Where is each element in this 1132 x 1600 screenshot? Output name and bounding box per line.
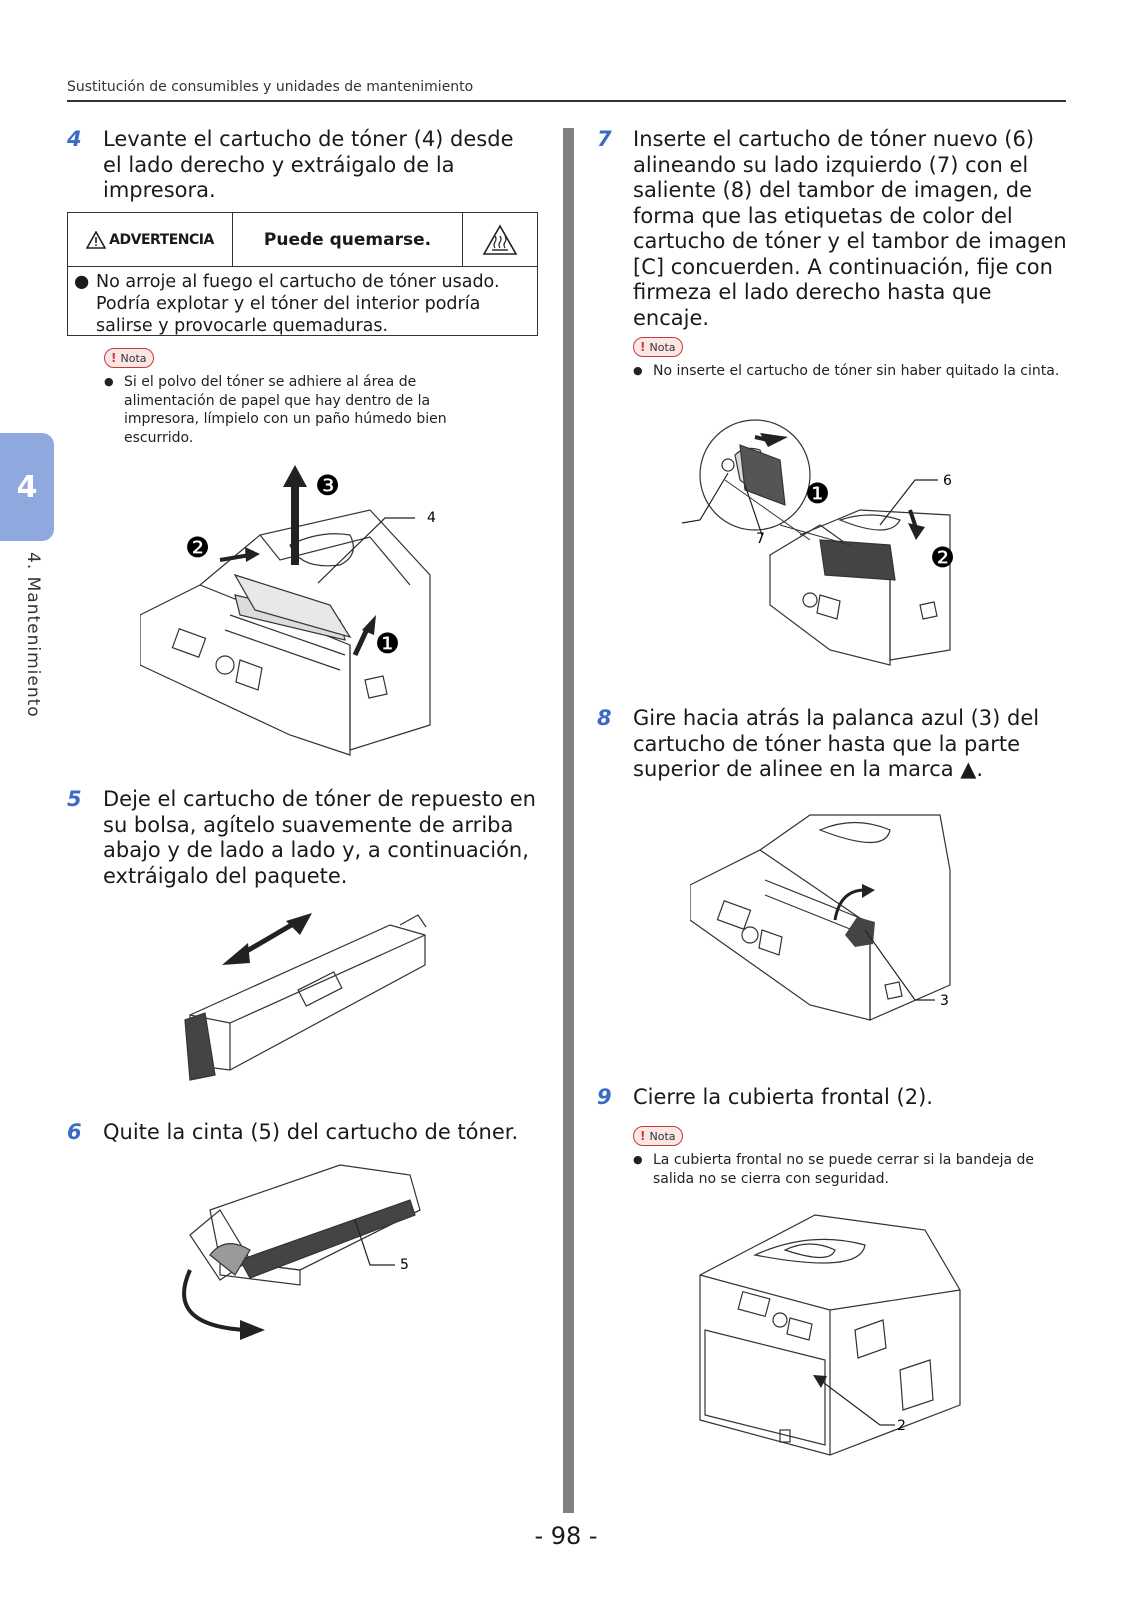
- note-badge-label: Nota: [649, 1129, 676, 1143]
- warning-triangle-icon: [86, 230, 107, 249]
- hot-surface-icon: [482, 223, 518, 255]
- note-bullet: ●: [633, 364, 643, 377]
- note-step7: ● No inserte el cartucho de tóner sin ha…: [633, 362, 1063, 381]
- note-step4: ● Si el polvo del tóner se adhiere al ár…: [104, 373, 492, 447]
- note-text: Si el polvo del tóner se adhiere al área…: [124, 374, 447, 446]
- step-text: Levante el cartucho de tóner (4) desde e…: [103, 127, 514, 202]
- figure-blue-lever: 3: [690, 814, 951, 1021]
- step-marker: ❶: [375, 627, 400, 660]
- figure-shake-toner: [184, 913, 427, 1081]
- column-divider: [563, 128, 574, 1513]
- step-4: 4 Levante el cartucho de tóner (4) desde…: [67, 127, 537, 204]
- step-number: 4: [67, 127, 82, 151]
- note-badge-label: Nota: [120, 351, 147, 365]
- header-rule: [67, 100, 1066, 102]
- step-text: Cierre la cubierta frontal (2).: [633, 1085, 933, 1109]
- page-number: - 98 -: [534, 1522, 598, 1550]
- step-6: 6 Quite la cinta (5) del cartucho de tón…: [67, 1120, 547, 1146]
- step-marker: ❸: [315, 469, 340, 502]
- warning-title: Puede quemarse.: [263, 229, 432, 250]
- warning-body: No arroje al fuego el cartucho de tóner …: [96, 272, 500, 336]
- callout-label: 7: [756, 531, 765, 547]
- step-text: Gire hacia atrás la palanca azul (3) del…: [633, 706, 1040, 781]
- warning-label-cell: ADVERTENCIA: [68, 213, 233, 266]
- step-marker: ❶: [805, 477, 830, 510]
- chapter-label: 4. Mantenimiento: [23, 552, 43, 718]
- callout-label: 5: [400, 1257, 409, 1273]
- exclamation-icon: !: [640, 340, 646, 354]
- warning-bullet: ●: [74, 272, 90, 292]
- step-text: Inserte el cartucho de tóner nuevo (6) a…: [633, 127, 1067, 330]
- step-marker: ❷: [185, 531, 210, 564]
- callout-label: 3: [940, 993, 949, 1009]
- note-step9: ● La cubierta frontal no se puede cerrar…: [633, 1151, 1063, 1188]
- section-header: Sustitución de consumibles y unidades de…: [67, 79, 474, 95]
- step-text: Quite la cinta (5) del cartucho de tóner…: [103, 1120, 519, 1144]
- note-badge: ! Nota: [104, 348, 154, 368]
- callout-label: 6: [943, 473, 952, 489]
- step-number: 6: [67, 1120, 82, 1144]
- exclamation-icon: !: [111, 351, 117, 365]
- callout-label: 2: [897, 1418, 906, 1434]
- step-marker: ❷: [930, 541, 955, 574]
- step-number: 8: [597, 706, 612, 730]
- step-number: 7: [597, 127, 612, 151]
- step-number: 9: [597, 1085, 612, 1109]
- figure-remove-toner: 4 ❸ ❷ ❶: [140, 465, 436, 756]
- warning-box: ADVERTENCIA Puede quemarse. ● No arroje …: [67, 212, 538, 336]
- warning-icon-cell: [462, 213, 537, 266]
- callout-label: 4: [427, 510, 436, 526]
- step-5: 5 Deje el cartucho de tóner de repuesto …: [67, 787, 547, 889]
- figure-close-cover: 2: [699, 1214, 961, 1456]
- exclamation-icon: !: [640, 1129, 646, 1143]
- step-9: 9 Cierre la cubierta frontal (2).: [597, 1085, 1067, 1111]
- chapter-tab[interactable]: 4: [0, 433, 54, 541]
- figure-insert-toner: 6 8 7 ❶ ❷: [681, 419, 955, 666]
- note-bullet: ●: [633, 1153, 643, 1166]
- warning-label: ADVERTENCIA: [109, 231, 214, 248]
- figure-remove-tape: 5: [182, 1164, 421, 1340]
- step-number: 5: [67, 787, 82, 811]
- step-text: Deje el cartucho de tóner de repuesto en…: [103, 787, 536, 888]
- note-text: No inserte el cartucho de tóner sin habe…: [653, 363, 1060, 379]
- step-7: 7 Inserte el cartucho de tóner nuevo (6)…: [597, 127, 1067, 331]
- note-badge: ! Nota: [633, 337, 683, 357]
- note-bullet: ●: [104, 375, 114, 388]
- note-text: La cubierta frontal no se puede cerrar s…: [653, 1152, 1035, 1187]
- note-badge: ! Nota: [633, 1126, 683, 1146]
- note-badge-label: Nota: [649, 340, 676, 354]
- step-8: 8 Gire hacia atrás la palanca azul (3) d…: [597, 706, 1067, 783]
